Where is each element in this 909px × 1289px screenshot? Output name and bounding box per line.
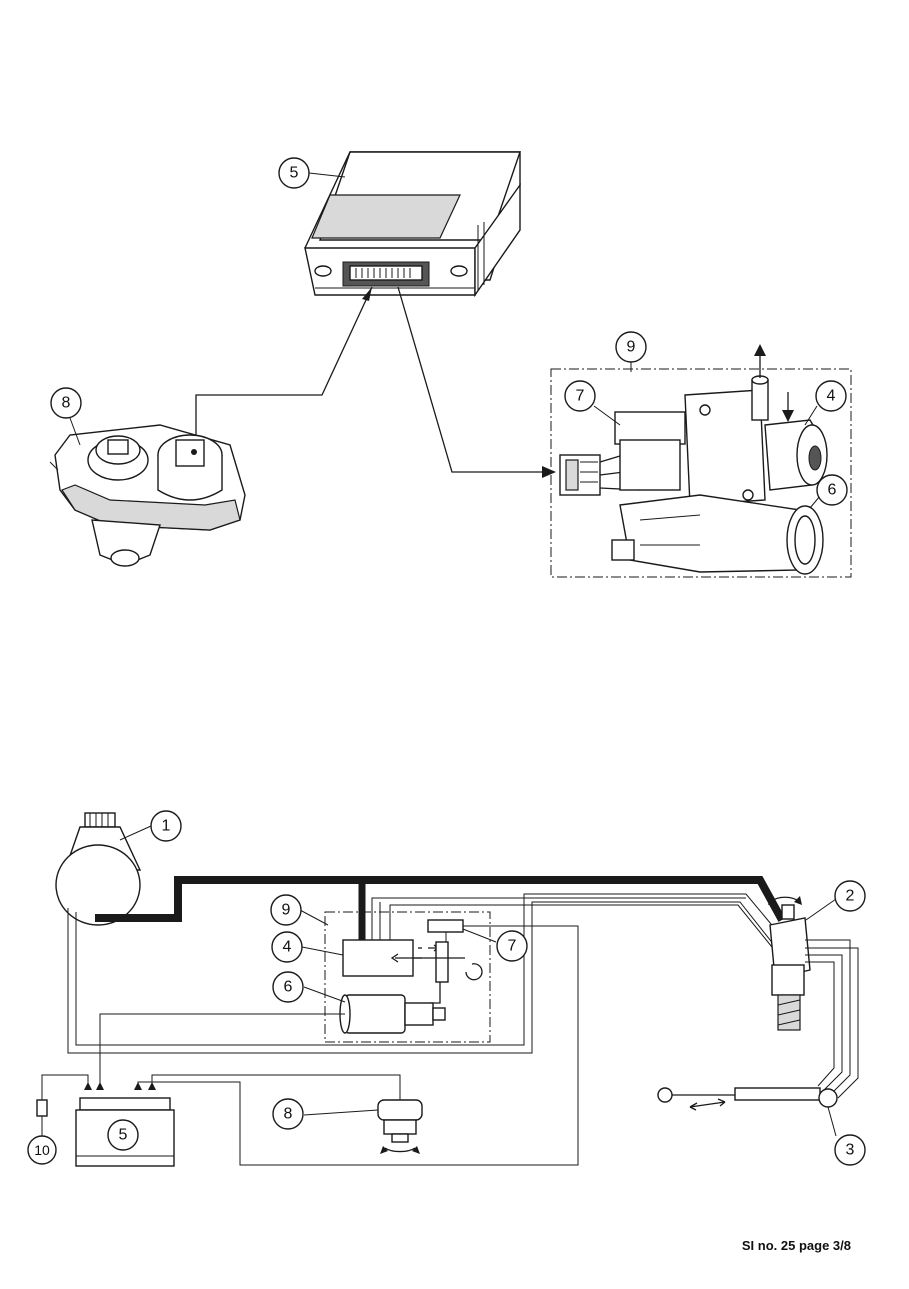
wire-ecu-to-sensor <box>195 286 373 460</box>
svg-text:6: 6 <box>284 979 293 996</box>
callout-7-top: 7 <box>564 380 596 412</box>
servo-assembly-illustration <box>559 375 828 575</box>
page-footer: SI no. 25 page 3/8 <box>741 1238 851 1253</box>
callout-1: 1 <box>150 810 182 842</box>
svg-text:2: 2 <box>846 888 855 905</box>
rotation-arrow-icon <box>465 963 483 981</box>
fluid-reservoir <box>55 812 142 926</box>
callout-6-schematic: 6 <box>272 971 304 1003</box>
wire-ecu-to-assembly <box>397 286 548 473</box>
svg-text:7: 7 <box>508 938 517 955</box>
svg-text:7: 7 <box>576 388 585 405</box>
arrow-head-icon <box>362 287 372 301</box>
assembly-boundary-schematic <box>324 911 491 1043</box>
electric-motor <box>339 994 446 1034</box>
fuse-icon <box>36 1099 48 1117</box>
callout-5-schematic: 5 <box>107 1119 139 1151</box>
callout-9-top: 9 <box>615 331 647 363</box>
arrow-head-icon <box>542 466 556 478</box>
pressure-line <box>95 876 786 922</box>
callout-3: 3 <box>834 1134 866 1166</box>
solenoid-box <box>427 919 464 933</box>
return-lines <box>67 893 787 1054</box>
steering-linkage <box>657 1087 838 1111</box>
callout-5-top: 5 <box>278 157 310 189</box>
ecu-module-illustration <box>304 151 521 298</box>
steering-gear <box>768 896 811 1031</box>
svg-text:5: 5 <box>119 1127 128 1144</box>
assembly-boundary-top <box>550 368 852 578</box>
svg-text:8: 8 <box>284 1106 293 1123</box>
callout-2: 2 <box>834 880 866 912</box>
svg-text:3: 3 <box>846 1142 855 1159</box>
svg-text:4: 4 <box>827 388 836 405</box>
svg-text:9: 9 <box>627 339 636 356</box>
svg-text:6: 6 <box>828 482 837 499</box>
callout-8-top: 8 <box>50 387 82 419</box>
callout-8-schematic: 8 <box>272 1098 304 1130</box>
callout-10: 10 <box>27 1135 57 1165</box>
arrow-up-icon <box>754 344 766 356</box>
svg-text:4: 4 <box>283 939 292 956</box>
callout-4-schematic: 4 <box>271 931 303 963</box>
callout-6-top: 6 <box>816 474 848 506</box>
callout-9-schematic: 9 <box>270 894 302 926</box>
svg-text:9: 9 <box>282 902 291 919</box>
svg-text:8: 8 <box>62 395 71 412</box>
steering-angle-sensor <box>377 1099 423 1154</box>
svg-text:10: 10 <box>34 1142 50 1158</box>
callout-7-schematic: 7 <box>496 930 528 962</box>
callout-4-top: 4 <box>815 380 847 412</box>
steering-angle-sensor-illustration <box>49 424 246 567</box>
svg-text:5: 5 <box>290 165 299 182</box>
linkage-tubes <box>805 939 859 1099</box>
svg-text:1: 1 <box>162 818 171 835</box>
arrow-down-icon <box>782 410 794 422</box>
